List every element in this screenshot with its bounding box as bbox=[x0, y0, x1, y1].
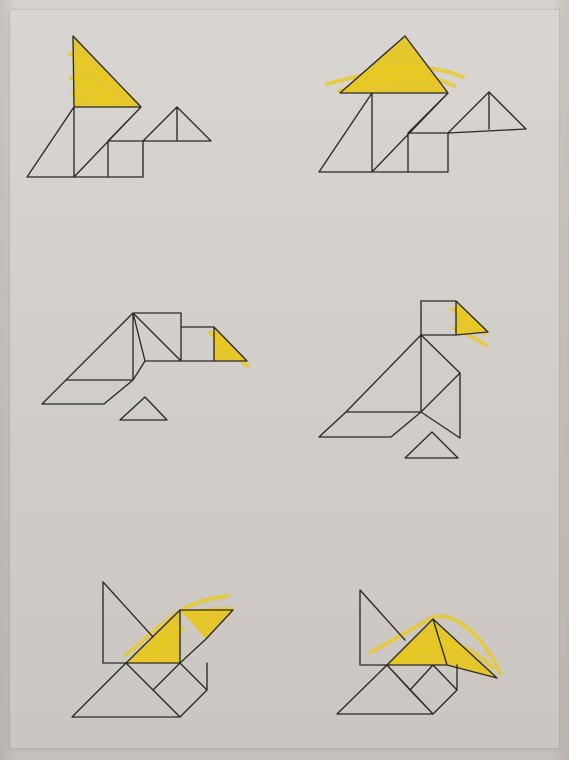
bird-top-right bbox=[319, 36, 526, 172]
bird-top-left-lines bbox=[27, 36, 211, 177]
bird-middle-right bbox=[319, 300, 488, 458]
bird-top-left bbox=[27, 36, 211, 177]
bird-bottom-right bbox=[337, 590, 500, 714]
bird-top-right-lines bbox=[319, 36, 526, 172]
bird-bottom-left bbox=[72, 582, 233, 717]
bird-middle-left bbox=[42, 313, 248, 420]
bird-middle-left-lines bbox=[42, 313, 247, 420]
